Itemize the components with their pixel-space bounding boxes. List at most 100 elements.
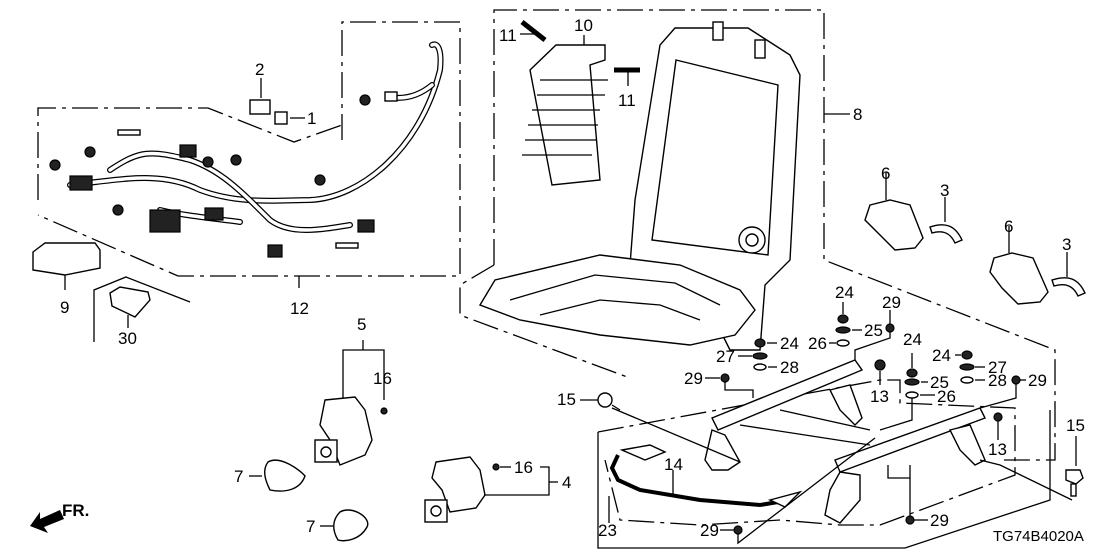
washer-26[interactable]	[905, 391, 919, 399]
nut-29[interactable]	[1011, 375, 1021, 385]
callout-11[interactable]: 11	[618, 91, 636, 110]
callout-12[interactable]: 12	[290, 299, 309, 318]
nut-24[interactable]	[754, 338, 766, 348]
cover-4[interactable]	[424, 456, 558, 523]
bolt-13[interactable]	[993, 412, 1003, 422]
callout-25[interactable]: 25	[864, 321, 883, 340]
washer-28[interactable]	[753, 363, 767, 371]
callout-16[interactable]: 16	[514, 458, 533, 477]
cover-5[interactable]	[314, 340, 388, 466]
clip-3-left[interactable]	[929, 197, 963, 244]
bolt-13[interactable]	[874, 359, 886, 371]
bolt-15[interactable]	[597, 392, 613, 408]
callout-29[interactable]: 29	[1028, 371, 1047, 390]
seat-rail-outer[interactable]	[834, 407, 986, 473]
connector[interactable]	[149, 209, 181, 233]
callout-26[interactable]: 26	[808, 334, 827, 353]
clip[interactable]	[359, 94, 371, 106]
connector[interactable]	[384, 91, 398, 102]
callout-13[interactable]: 13	[870, 387, 889, 406]
callout-28[interactable]: 28	[988, 371, 1007, 390]
callout-24[interactable]: 24	[903, 330, 922, 349]
cap-7-lower[interactable]	[320, 509, 369, 542]
callout-29[interactable]: 29	[684, 369, 703, 388]
connector[interactable]	[69, 175, 93, 191]
clip[interactable]	[117, 129, 141, 136]
callout-3[interactable]: 3	[940, 181, 949, 200]
clip[interactable]	[84, 146, 96, 158]
washer-28[interactable]	[960, 376, 974, 384]
washer-25[interactable]	[835, 326, 851, 334]
cover-6-right[interactable]	[989, 226, 1049, 305]
spring-11[interactable]	[520, 20, 547, 42]
washer-27[interactable]	[752, 352, 768, 360]
towel-bar-14[interactable]	[609, 454, 791, 508]
clip[interactable]	[49, 159, 61, 171]
callout-7[interactable]: 7	[234, 467, 243, 486]
nut-24[interactable]	[837, 314, 849, 324]
callout-14[interactable]: 14	[664, 455, 683, 474]
clip-16[interactable]	[492, 463, 500, 471]
callout-24[interactable]: 24	[780, 334, 799, 353]
cap-7-upper[interactable]	[249, 459, 306, 492]
callout-27[interactable]: 27	[716, 347, 735, 366]
callout-26[interactable]: 26	[937, 387, 956, 406]
callout-11[interactable]: 11	[499, 26, 517, 45]
module-30[interactable]	[93, 276, 191, 342]
callout-3[interactable]: 3	[1062, 235, 1071, 254]
nut-29[interactable]	[720, 373, 730, 383]
clip-16[interactable]	[380, 407, 388, 415]
clip[interactable]	[335, 242, 359, 249]
control-unit-9[interactable]	[32, 242, 101, 290]
callout-16[interactable]: 16	[373, 369, 392, 388]
washer-27[interactable]	[959, 363, 975, 371]
cover-6-left[interactable]	[864, 172, 924, 251]
callout-4[interactable]: 4	[562, 473, 571, 492]
callout-6[interactable]: 6	[881, 164, 890, 183]
callout-15[interactable]: 15	[557, 390, 576, 409]
callout-15[interactable]: 15	[1066, 416, 1085, 435]
callout-7[interactable]: 7	[306, 517, 315, 536]
callout-5[interactable]: 5	[357, 315, 366, 334]
rail-bracket[interactable]	[948, 424, 986, 466]
callout-10[interactable]: 10	[574, 16, 593, 35]
clip-3-right[interactable]	[1051, 252, 1086, 297]
clip[interactable]	[314, 174, 326, 186]
callout-29[interactable]: 29	[930, 511, 949, 530]
callout-9[interactable]: 9	[60, 298, 69, 317]
clip[interactable]	[112, 204, 124, 216]
bolt-15[interactable]	[1065, 469, 1084, 485]
connector[interactable]	[357, 219, 375, 233]
callout-29[interactable]: 29	[882, 293, 901, 312]
callout-24[interactable]: 24	[835, 283, 854, 302]
callout-24[interactable]: 24	[932, 346, 951, 365]
callout-30[interactable]: 30	[118, 329, 137, 348]
callout-13[interactable]: 13	[988, 440, 1007, 459]
callout-27[interactable]: 27	[988, 358, 1007, 377]
nut-29[interactable]	[733, 525, 743, 535]
nut-29[interactable]	[885, 323, 895, 333]
callout-2[interactable]: 2	[255, 60, 264, 79]
seat-rail-inner[interactable]	[711, 359, 864, 431]
rail-bracket[interactable]	[828, 384, 863, 426]
callout-23[interactable]: 23	[598, 521, 617, 540]
callout-28[interactable]: 28	[780, 358, 799, 377]
callout-1[interactable]: 1	[307, 109, 316, 128]
washer-25[interactable]	[904, 378, 920, 386]
relay-part-2[interactable]	[249, 99, 271, 115]
seat-cushion-frame[interactable]	[478, 254, 756, 346]
connector[interactable]	[267, 244, 283, 258]
lumbar-support-10[interactable]	[529, 44, 606, 186]
callout-6[interactable]: 6	[1004, 217, 1013, 236]
connector[interactable]	[179, 144, 197, 158]
washer-26[interactable]	[836, 339, 850, 347]
relay-part-1[interactable]	[274, 111, 288, 125]
callout-8[interactable]: 8	[853, 105, 862, 124]
callout-29[interactable]: 29	[700, 521, 719, 540]
callout-25[interactable]: 25	[930, 373, 949, 392]
nut-29[interactable]	[905, 515, 915, 525]
clip[interactable]	[230, 154, 242, 166]
rail-bracket[interactable]	[704, 429, 741, 471]
rail-bracket[interactable]	[824, 471, 861, 524]
nut-24[interactable]	[906, 368, 918, 378]
